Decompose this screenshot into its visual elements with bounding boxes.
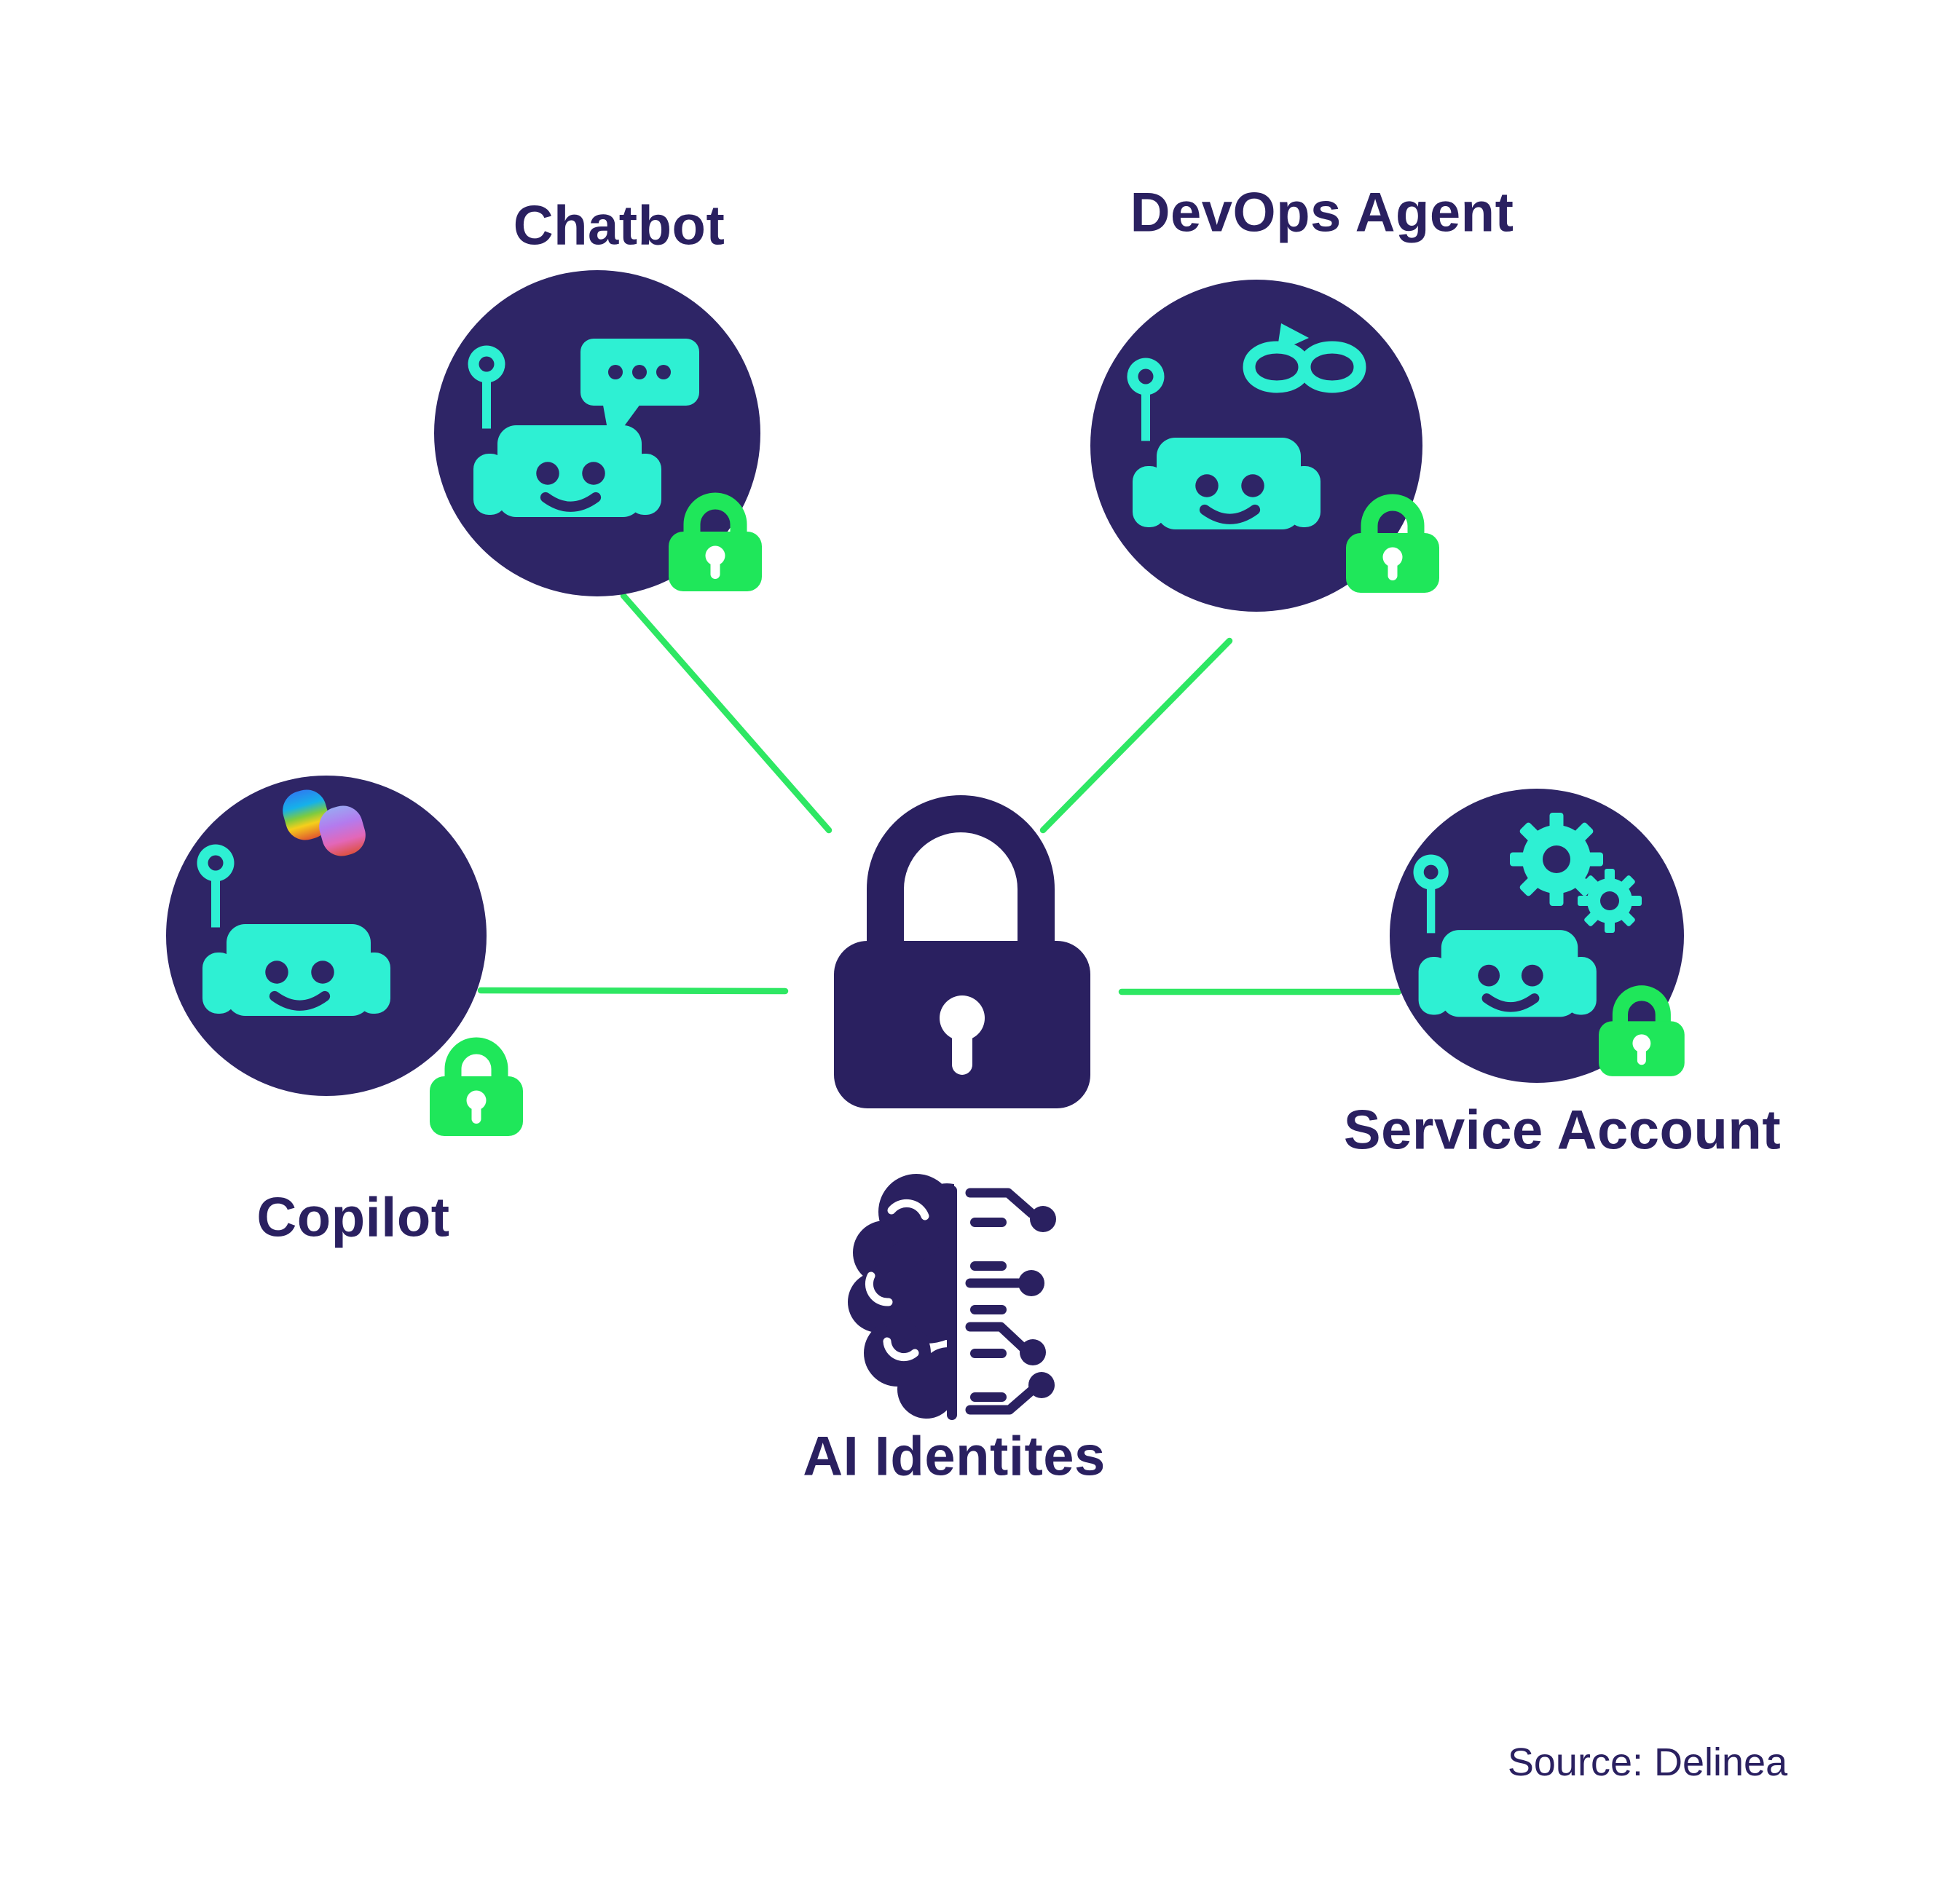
- node-label-chatbot: Chatbot: [513, 194, 725, 257]
- gears-icon: [1510, 813, 1642, 933]
- infinity-loop-icon: [1243, 323, 1366, 393]
- node-service-account: [1318, 717, 1755, 1154]
- green-padlock-icon: [430, 1046, 523, 1136]
- node-chatbot: [379, 215, 816, 652]
- connector-chatbot: [620, 592, 833, 834]
- circuit-nodes: [1018, 1206, 1056, 1398]
- connector-devops: [1039, 637, 1233, 834]
- circuit-traces: [965, 1188, 1036, 1415]
- copilot-logo-icon: [283, 789, 366, 856]
- node-label-devops-agent: DevOps Agent: [1130, 181, 1514, 244]
- center-label: AI Identites: [803, 1425, 1106, 1488]
- node-copilot: [108, 717, 545, 1154]
- ai-brain-circuit-icon: [848, 1174, 1056, 1420]
- connector-copilot: [477, 987, 789, 995]
- circuit-dashes: [970, 1218, 1007, 1402]
- node-label-copilot: Copilot: [256, 1186, 450, 1249]
- source-note: Source: Delinea: [1507, 1740, 1788, 1784]
- brain-fold-lines: [865, 1199, 929, 1362]
- node-label-service-account: Service Account: [1343, 1099, 1782, 1162]
- central-padlock-icon: [834, 795, 1090, 1108]
- node-devops-agent: [1038, 227, 1475, 664]
